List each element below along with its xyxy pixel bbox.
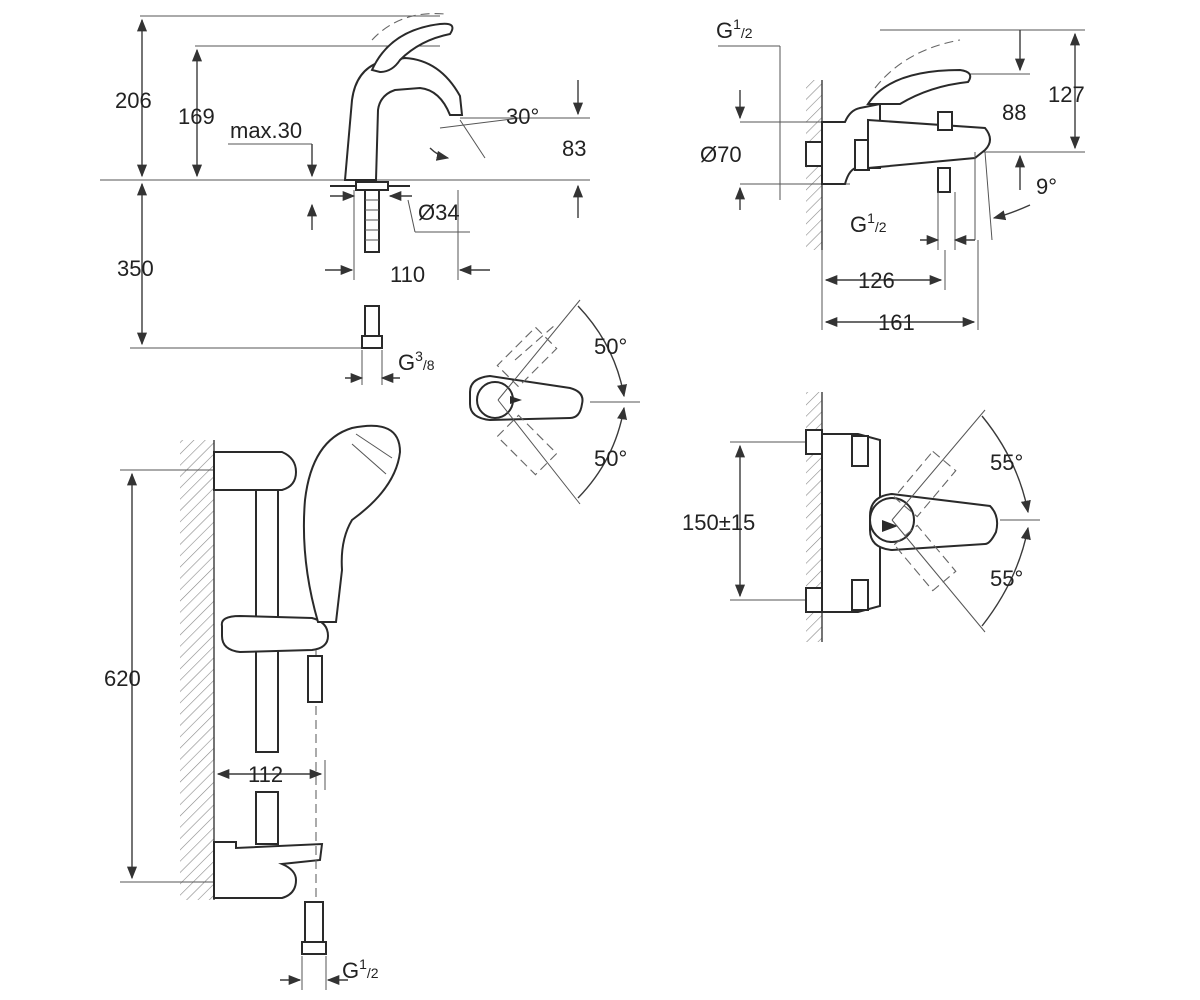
dim-126: 126 xyxy=(858,268,895,293)
dim-350: 350 xyxy=(117,256,154,281)
shower-thread-letter: G xyxy=(342,958,359,983)
dim-max30: max.30 xyxy=(230,118,302,143)
thread-letter: G xyxy=(398,350,415,375)
front-angle-lower: 55° xyxy=(990,566,1023,591)
dim-206: 206 xyxy=(115,88,152,113)
thread-denominator: /8 xyxy=(423,357,435,373)
dim-110: 110 xyxy=(390,262,425,287)
shower-connection-thread: G1/2 xyxy=(342,956,379,983)
top-thread-letter: G xyxy=(716,18,733,43)
dim-620: 620 xyxy=(104,666,141,691)
shower-rail-view xyxy=(120,424,402,990)
lever-angle-upper: 50° xyxy=(594,334,627,359)
bath-side-thread: G1/2 xyxy=(850,210,887,237)
dim-diameter-70: Ø70 xyxy=(700,142,742,167)
top-thread-numerator: 1 xyxy=(733,16,741,32)
lever-angle-lower: 50° xyxy=(594,446,627,471)
side-thread-letter: G xyxy=(850,212,867,237)
side-thread-denominator: /2 xyxy=(875,219,887,235)
dim-169: 169 xyxy=(178,104,215,129)
dim-127: 127 xyxy=(1048,82,1085,107)
thread-numerator: 3 xyxy=(415,348,423,364)
dim-83: 83 xyxy=(562,136,586,161)
shower-thread-numerator: 1 xyxy=(359,956,367,972)
dim-150-tolerance: 150±15 xyxy=(682,510,755,535)
dim-88: 88 xyxy=(1002,100,1026,125)
dim-112: 112 xyxy=(248,762,283,787)
lever-rotation-view xyxy=(469,299,640,505)
dim-161: 161 xyxy=(878,310,915,335)
basin-mixer-view xyxy=(100,12,590,385)
front-angle-upper: 55° xyxy=(990,450,1023,475)
side-thread-numerator: 1 xyxy=(867,210,875,226)
bath-top-thread: G1/2 xyxy=(716,16,753,43)
shower-thread-denominator: /2 xyxy=(367,965,379,981)
dim-30-degrees: 30° xyxy=(506,104,539,129)
bath-mixer-front-view xyxy=(730,392,1040,642)
basin-connection-thread: G3/8 xyxy=(398,348,435,375)
dim-9-degrees: 9° xyxy=(1036,174,1057,199)
top-thread-denominator: /2 xyxy=(741,25,753,41)
bath-mixer-side-view xyxy=(718,29,1085,330)
dim-diameter-34: Ø34 xyxy=(418,200,460,225)
